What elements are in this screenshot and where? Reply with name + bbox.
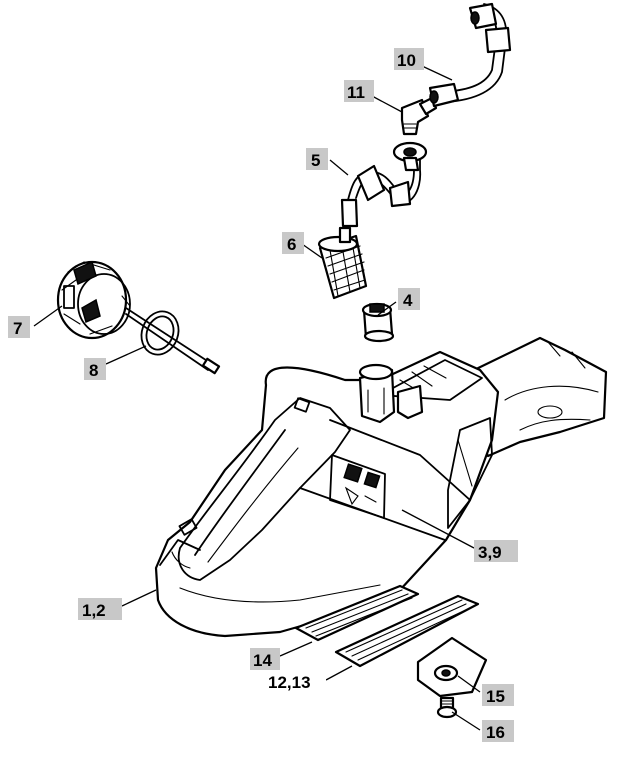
callout-15-text: 15 [486, 687, 505, 706]
cover-strip-12-13 [334, 594, 480, 668]
clip-15 [416, 636, 488, 698]
cover-strip-14 [294, 584, 420, 642]
callout-11: 11 [344, 80, 374, 102]
filter-body-7 [56, 260, 221, 375]
callout-6-text: 6 [287, 235, 296, 254]
fuel-hose-5 [340, 141, 428, 228]
callout-6: 6 [282, 232, 304, 254]
callout-3-9: 3,9 [474, 540, 518, 562]
callout-4-text: 4 [403, 291, 413, 310]
callout-1-2: 1,2 [78, 598, 122, 620]
callout-10: 10 [394, 48, 424, 70]
callout-10-text: 10 [397, 51, 416, 70]
leader-lines [33, 65, 481, 731]
callout-5-text: 5 [311, 151, 320, 170]
callout-11-text: 11 [347, 83, 365, 102]
callout-7: 7 [8, 316, 30, 338]
tank-housing [154, 336, 608, 638]
callout-4: 4 [398, 288, 420, 310]
callout-15: 15 [482, 684, 514, 706]
callout-8: 8 [84, 358, 106, 380]
callout-3-9-text: 3,9 [478, 543, 502, 562]
callout-12-13-text: 12,13 [268, 673, 311, 692]
callout-14: 14 [250, 648, 280, 670]
screw-16 [436, 696, 458, 719]
callout-14-text: 14 [253, 651, 272, 670]
callout-16: 16 [482, 720, 514, 742]
callout-8-text: 8 [89, 361, 98, 380]
callout-12-13: 12,13 [266, 670, 326, 692]
fuel-filter-6 [317, 226, 368, 300]
callout-5: 5 [306, 148, 328, 170]
callout-1-2-text: 1,2 [82, 601, 106, 620]
callout-7-text: 7 [13, 319, 22, 338]
callout-16-text: 16 [486, 723, 505, 742]
o-ring-8 [140, 310, 180, 356]
hose-10 [428, 2, 512, 108]
elbow-fitting-11 [400, 96, 438, 136]
grommet-4 [361, 302, 395, 343]
